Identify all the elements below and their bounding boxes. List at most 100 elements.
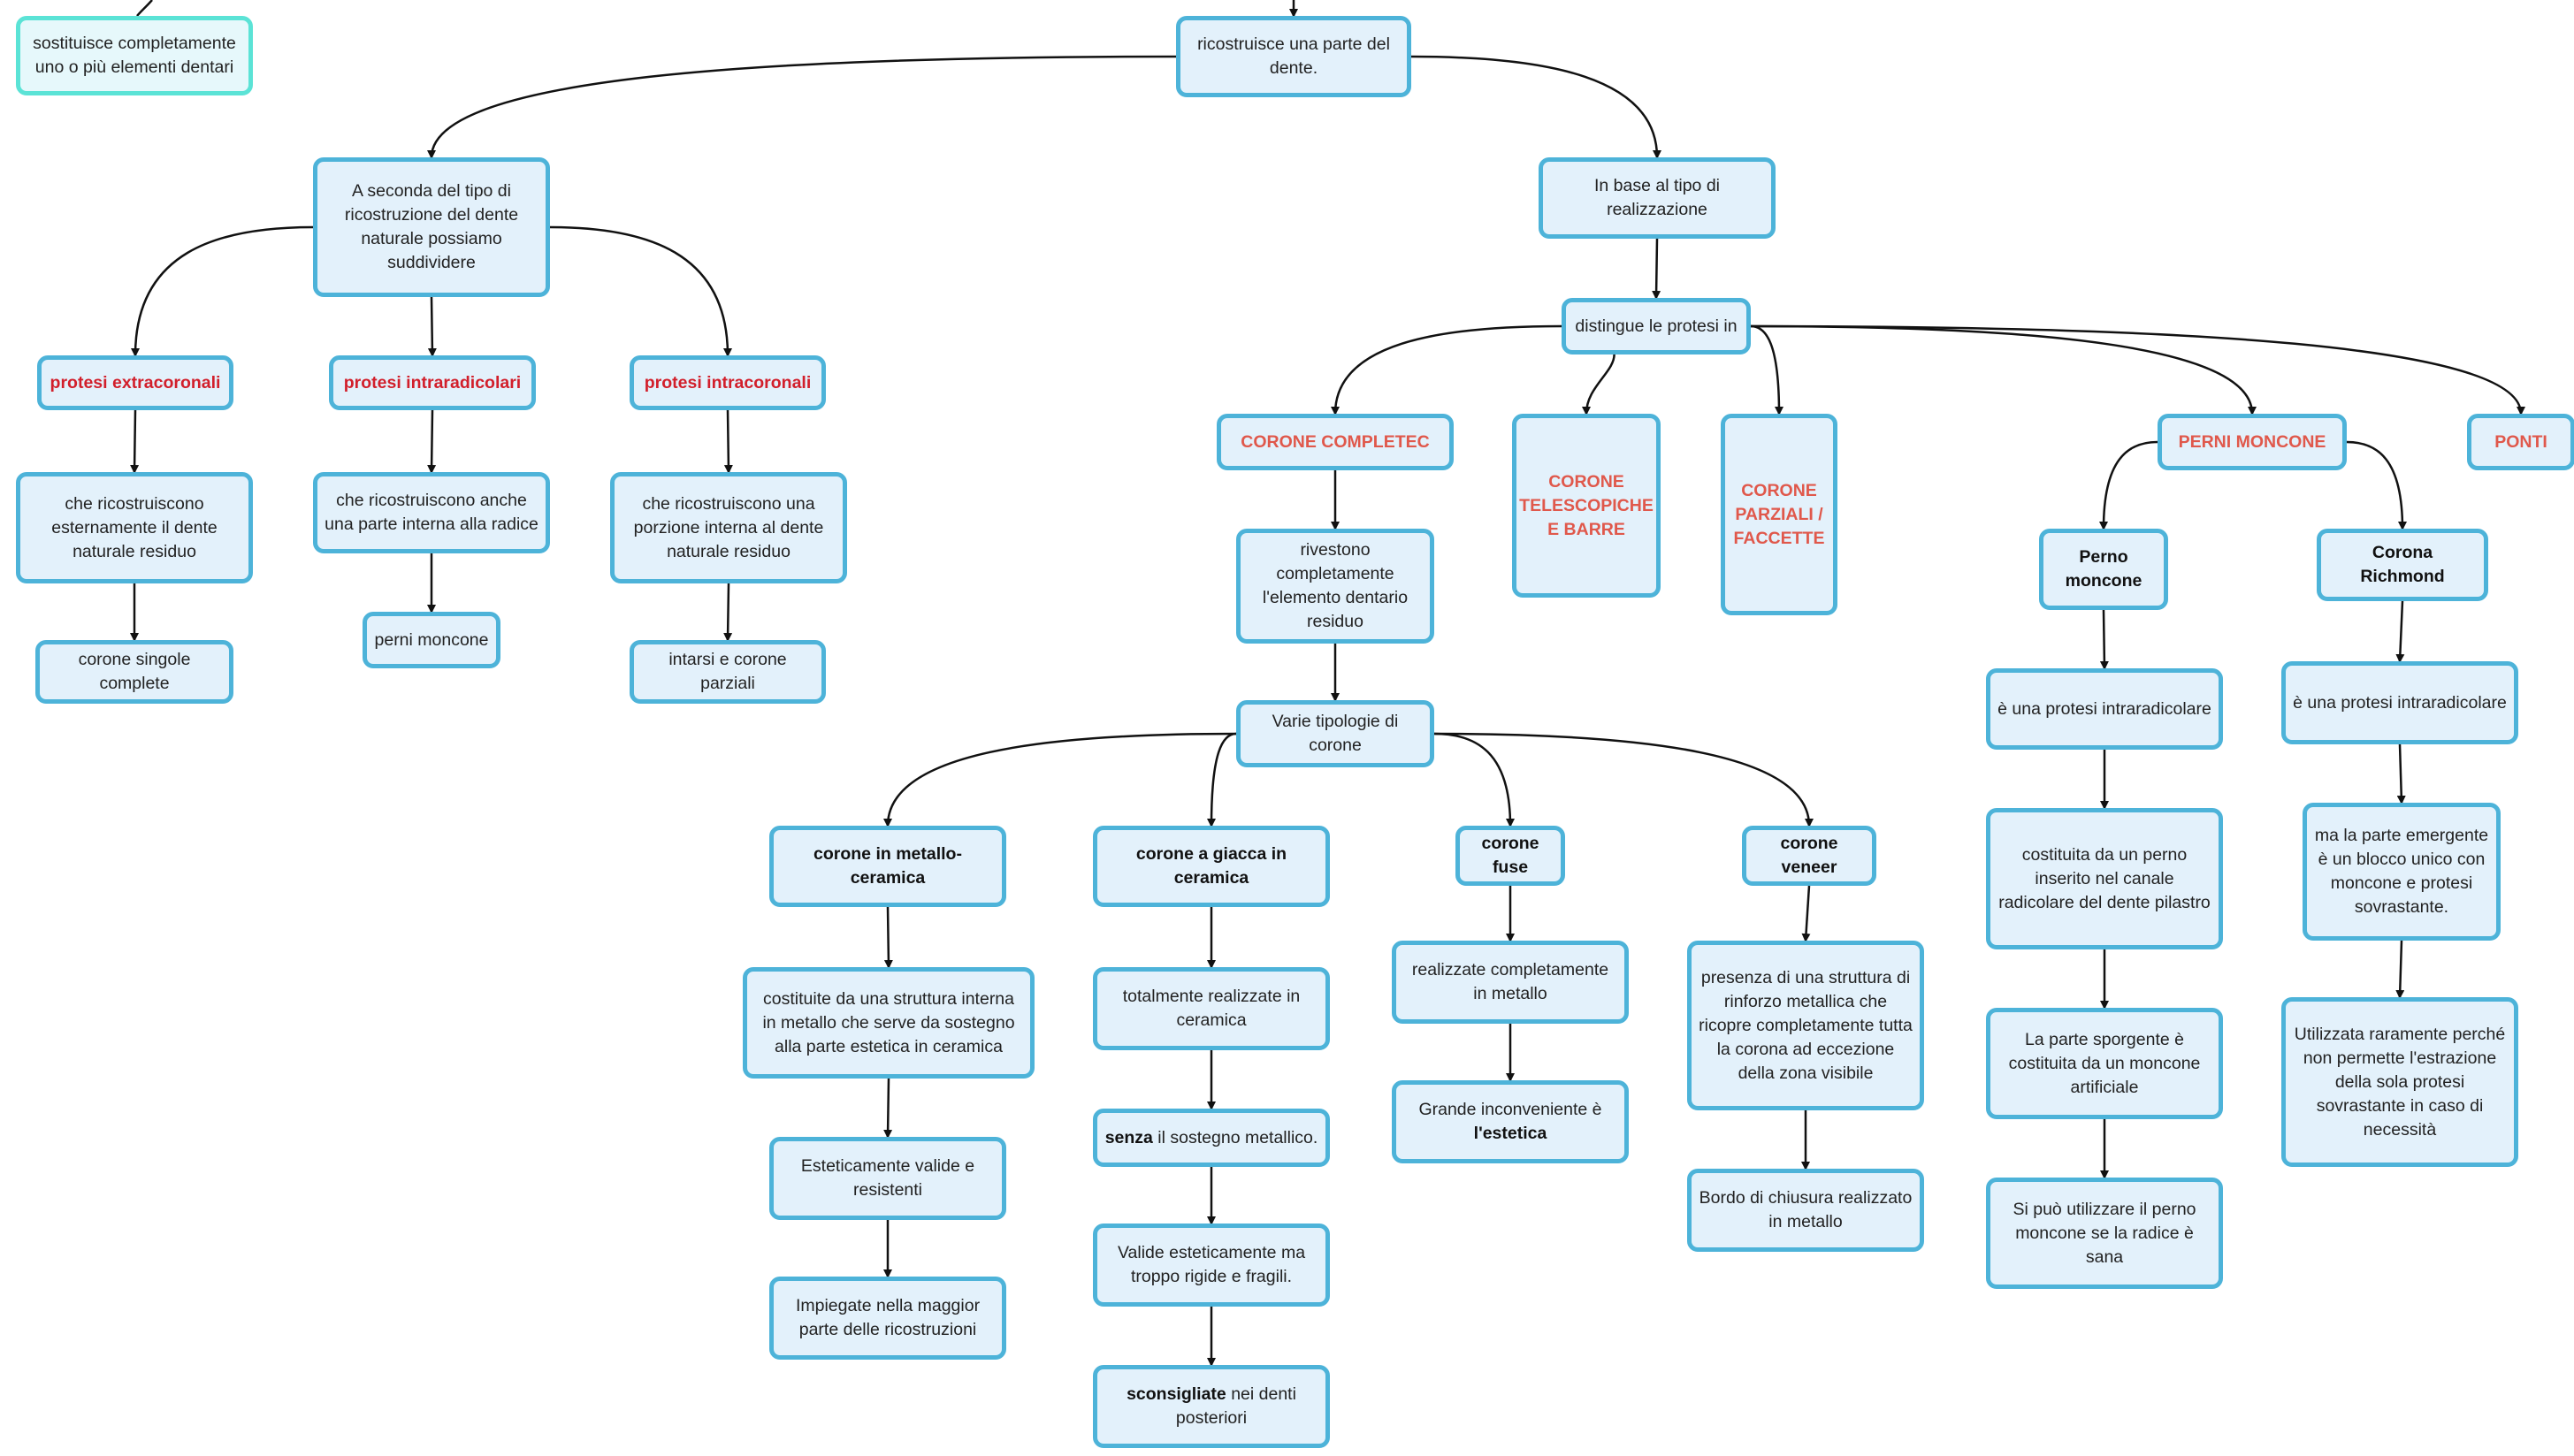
node-mc1[interactable]: costituite da una struttura interna in m… — [743, 967, 1035, 1079]
node-label: Bordo di chiusura realizzato in metallo — [1699, 1188, 1913, 1231]
node-label: corone fuse — [1481, 834, 1539, 877]
node-g2[interactable]: senza il sostegno metallico. — [1093, 1109, 1330, 1167]
connector-ricostruisce-aseconda — [427, 55, 1177, 159]
connector-r2-r3 — [2395, 940, 2405, 999]
connector-varie-metallo_ceramica — [883, 732, 1237, 827]
node-varie[interactable]: Varie tipologie di corone — [1236, 700, 1434, 767]
node-extra-desc[interactable]: che ricostruiscono esternamente il dente… — [16, 472, 253, 583]
node-corone-singole[interactable]: corone singole complete — [35, 640, 233, 704]
node-f1[interactable]: realizzate completamente in metallo — [1392, 941, 1629, 1024]
node-label: ma la parte emergente è un blocco unico … — [2314, 826, 2489, 917]
node-label: A seconda del tipo di ricostruzione del … — [344, 181, 519, 272]
node-label: Impiegate nella maggior parte delle rico… — [795, 1296, 981, 1339]
node-label: Perno moncone — [2065, 547, 2142, 591]
node-v1[interactable]: presenza di una struttura di rinforzo me… — [1687, 941, 1924, 1110]
node-parziali[interactable]: CORONE PARZIALI / FACCETTE — [1721, 414, 1837, 615]
connector-distingue-telescopiche — [1582, 354, 1615, 415]
node-label: intarsi e corone parziali — [668, 650, 787, 693]
node-distingue[interactable]: distingue le protesi in — [1562, 298, 1751, 354]
node-r1[interactable]: è una protesi intraradicolare — [2281, 661, 2518, 744]
node-telescopiche[interactable]: CORONE TELESCOPICHE E BARRE — [1512, 414, 1661, 598]
node-label: che ricostruiscono una porzione interna … — [633, 493, 824, 561]
node-label: che ricostruiscono esternamente il dente… — [51, 493, 218, 561]
connector-r1-r2 — [2396, 743, 2406, 804]
connector-veneer-v1 — [1801, 885, 1811, 942]
node-extracoronali[interactable]: protesi extracoronali — [37, 355, 233, 410]
node-ponti[interactable]: PONTI — [2467, 414, 2574, 470]
node-label: costituita da un perno inserito nel cana… — [1998, 844, 2211, 912]
node-intrarad-desc[interactable]: che ricostruiscono anche una parte inter… — [313, 472, 550, 553]
node-label: perni moncone — [374, 629, 489, 650]
node-label: Si può utilizzare il perno moncone se la… — [2013, 1199, 2196, 1267]
node-label: sostituisce completamente uno o più elem… — [33, 34, 236, 77]
connector-varie-veneer — [1433, 732, 1814, 827]
connector-mc1-mc2 — [883, 1078, 893, 1139]
connector-distingue-parziali — [1750, 324, 1783, 415]
node-rivestono[interactable]: rivestono completamente l'elemento denta… — [1236, 529, 1434, 644]
connector-metallo_ceramica-mc1 — [883, 906, 893, 969]
node-g3[interactable]: Valide esteticamente ma troppo rigide e … — [1093, 1223, 1330, 1307]
node-richmond[interactable]: Corona Richmond — [2317, 529, 2488, 601]
connector-perni_moncone-perno — [2099, 440, 2158, 530]
node-veneer[interactable]: corone veneer — [1742, 826, 1876, 886]
node-perni-moncone[interactable]: PERNI MONCONE — [2158, 414, 2347, 470]
connector-varie-giacca — [1207, 732, 1237, 827]
node-label: Esteticamente valide e resistenti — [800, 1156, 975, 1200]
node-label: distingue le protesi in — [1575, 316, 1738, 336]
connector-richmond-r1 — [2395, 600, 2405, 663]
node-label: La parte sporgente è costituita da un mo… — [2008, 1029, 2201, 1097]
node-fuse[interactable]: corone fuse — [1455, 826, 1565, 886]
node-label: Corona Richmond — [2360, 543, 2445, 586]
node-g4[interactable]: sconsigliate nei denti posteriori — [1093, 1365, 1330, 1448]
node-perni-moncone-small[interactable]: perni moncone — [363, 612, 500, 668]
node-intarsi[interactable]: intarsi e corone parziali — [630, 640, 826, 704]
node-label: realizzate completamente in metallo — [1411, 960, 1609, 1003]
node-label: corone in metallo-ceramica — [813, 844, 962, 888]
node-label: che ricostruiscono anche una parte inter… — [325, 491, 538, 534]
node-aseconda[interactable]: A seconda del tipo di ricostruzione del … — [313, 157, 550, 297]
node-label: costituite da una struttura interna in m… — [762, 988, 1015, 1056]
node-label: CORONE COMPLETEC — [1241, 431, 1430, 452]
node-ricostruisce[interactable]: ricostruisce una parte del dente. — [1176, 16, 1411, 97]
node-p3[interactable]: La parte sporgente è costituita da un mo… — [1986, 1008, 2223, 1119]
node-g1[interactable]: totalmente realizzate in ceramica — [1093, 967, 1330, 1050]
node-r3[interactable]: Utilizzata raramente perché non permette… — [2281, 997, 2518, 1167]
node-label: protesi intraradicolari — [343, 372, 522, 393]
connector-inbase-distingue — [1652, 238, 1661, 300]
node-f2[interactable]: Grande inconveniente è l'estetica — [1392, 1080, 1629, 1163]
node-label: Utilizzata raramente perché non permette… — [2294, 1024, 2506, 1140]
node-label: corone singole complete — [78, 650, 191, 693]
node-corone-completec[interactable]: CORONE COMPLETEC — [1217, 414, 1454, 470]
node-label: corone veneer — [1780, 834, 1838, 877]
node-mc2[interactable]: Esteticamente valide e resistenti — [769, 1137, 1006, 1220]
connector-intracor_desc-intarsi — [723, 583, 733, 642]
node-label: Valide esteticamente ma troppo rigide e … — [1117, 1243, 1306, 1286]
node-sostituisce[interactable]: sostituisce completamente uno o più elem… — [16, 16, 253, 95]
node-label: CORONE TELESCOPICHE E BARRE — [1519, 471, 1654, 539]
node-metallo-ceramica[interactable]: corone in metallo-ceramica — [769, 826, 1006, 907]
node-giacca[interactable]: corone a giacca in ceramica — [1093, 826, 1330, 907]
node-intracor-desc[interactable]: che ricostruiscono una porzione interna … — [610, 472, 847, 583]
node-label: protesi extracoronali — [50, 372, 221, 393]
node-label: ricostruisce una parte del dente. — [1197, 34, 1390, 78]
node-intracoronali[interactable]: protesi intracoronali — [630, 355, 826, 410]
node-label: protesi intracoronali — [644, 372, 812, 393]
connector-intracoronali-intracor_desc — [723, 409, 733, 474]
node-inbase[interactable]: In base al tipo di realizzazione — [1539, 157, 1776, 239]
node-p2[interactable]: costituita da un perno inserito nel cana… — [1986, 808, 2223, 949]
node-r2[interactable]: ma la parte emergente è un blocco unico … — [2303, 803, 2501, 941]
node-label: PERNI MONCONE — [2178, 431, 2326, 452]
node-label: è una protesi intraradicolare — [2293, 692, 2507, 713]
connector-distingue-ponti — [1750, 324, 2525, 415]
node-p4[interactable]: Si può utilizzare il perno moncone se la… — [1986, 1178, 2223, 1289]
node-label: In base al tipo di realizzazione — [1593, 176, 1720, 219]
node-v2[interactable]: Bordo di chiusura realizzato in metallo — [1687, 1169, 1924, 1252]
node-p1[interactable]: è una protesi intraradicolare — [1986, 668, 2223, 750]
connector-extracoronali-extra_desc — [130, 409, 140, 474]
node-intraradicolari[interactable]: protesi intraradicolari — [329, 355, 536, 410]
connector-distingue-perni_moncone — [1750, 324, 2257, 415]
node-label: Grande inconveniente è l'estetica — [1418, 1100, 1602, 1143]
node-mc3[interactable]: Impiegate nella maggior parte delle rico… — [769, 1277, 1006, 1360]
node-perno[interactable]: Perno moncone — [2039, 529, 2168, 610]
